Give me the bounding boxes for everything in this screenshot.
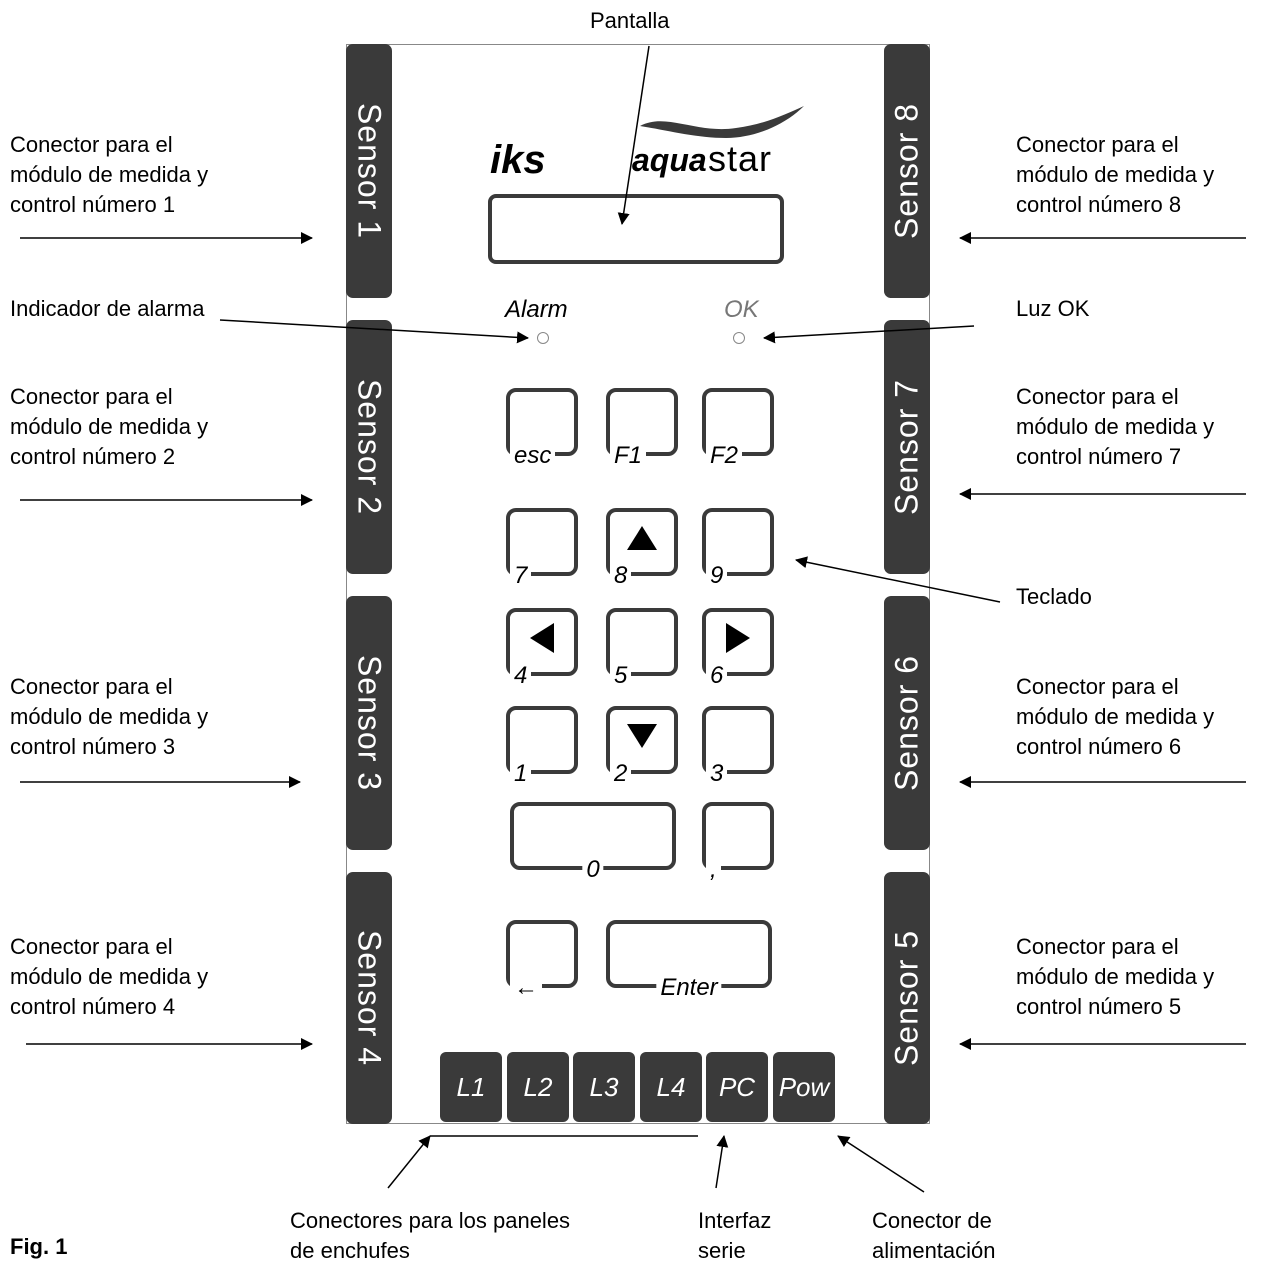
- backspace-key[interactable]: ←: [506, 920, 578, 1002]
- key-5[interactable]: 5: [606, 608, 678, 690]
- aquastar-logo-light: star: [708, 138, 773, 179]
- alarm-led: [537, 332, 549, 344]
- annotation-alarm-indicator: Indicador de alarma: [10, 296, 205, 321]
- annotation-plug-panel-connectors: Conectores para los paneles de enchufes: [290, 1208, 571, 1263]
- annotation-connector-1: Conector para el módulo de medida y cont…: [10, 132, 209, 217]
- arrow-right-icon: [726, 622, 750, 653]
- key-1[interactable]: 1: [506, 706, 578, 788]
- port-l1[interactable]: L1: [440, 1052, 502, 1122]
- alarm-indicator-label: Alarm: [505, 296, 568, 323]
- device-panel: [346, 44, 930, 1124]
- iks-logo: iks: [490, 138, 546, 182]
- port-l3[interactable]: L3: [573, 1052, 635, 1122]
- annotation-connector-3: Conector para el módulo de medida y cont…: [10, 674, 209, 759]
- annotation-connector-6: Conector para el módulo de medida y cont…: [1016, 674, 1215, 759]
- key-7[interactable]: 7: [506, 508, 578, 590]
- sensor-4-connector[interactable]: Sensor 4: [346, 872, 392, 1124]
- key-6-right[interactable]: 6: [702, 608, 774, 690]
- display-title: Pantalla: [590, 8, 670, 33]
- arrow-power: [837, 1135, 925, 1193]
- key-3[interactable]: 3: [702, 706, 774, 788]
- sensor-5-connector[interactable]: Sensor 5: [884, 872, 930, 1124]
- annotation-connector-8: Conector para el módulo de medida y cont…: [1016, 132, 1215, 217]
- key-8-up[interactable]: 8: [606, 508, 678, 590]
- arrow-serial: [715, 1135, 729, 1189]
- comma-key[interactable]: ,: [702, 802, 774, 884]
- arrow-up-icon: [627, 525, 657, 550]
- arrow-display: [617, 45, 650, 225]
- f1-key[interactable]: F1: [606, 388, 678, 470]
- arrow-alarm: [219, 319, 529, 344]
- port-pow[interactable]: Pow: [773, 1052, 835, 1122]
- annotation-power-connector: Conector de alimentación: [872, 1208, 996, 1263]
- sensor-6-connector[interactable]: Sensor 6: [884, 596, 930, 850]
- arrow-down-icon: [627, 723, 657, 748]
- sensor-1-connector[interactable]: Sensor 1: [346, 44, 392, 298]
- esc-key[interactable]: esc: [506, 388, 578, 470]
- sensor-8-connector[interactable]: Sensor 8: [884, 44, 930, 298]
- annotation-connector-4: Conector para el módulo de medida y cont…: [10, 934, 209, 1019]
- sensor-3-connector[interactable]: Sensor 3: [346, 596, 392, 850]
- annotation-serial-interface: Interfaz serie: [698, 1208, 772, 1263]
- arrow-ok: [763, 325, 975, 344]
- port-pc[interactable]: PC: [706, 1052, 768, 1122]
- key-2-down[interactable]: 2: [606, 706, 678, 788]
- annotation-keyboard: Teclado: [1016, 584, 1092, 609]
- enter-key[interactable]: Enter: [606, 920, 772, 1002]
- arrow-keyboard: [795, 556, 1001, 603]
- aquastar-wave-icon: [640, 106, 804, 138]
- sensor-7-connector[interactable]: Sensor 7: [884, 320, 930, 574]
- annotation-connector-2: Conector para el módulo de medida y cont…: [10, 384, 209, 469]
- arrow-plug-panels: [387, 1135, 431, 1189]
- annotation-connector-7: Conector para el módulo de medida y cont…: [1016, 384, 1215, 469]
- arrow-left-icon: [530, 622, 554, 653]
- lcd-display: [488, 194, 784, 264]
- key-4-left[interactable]: 4: [506, 608, 578, 690]
- annotation-connector-5: Conector para el módulo de medida y cont…: [1016, 934, 1215, 1019]
- annotation-ok-light: Luz OK: [1016, 296, 1090, 321]
- key-9[interactable]: 9: [702, 508, 774, 590]
- figure-label: Fig. 1: [10, 1234, 68, 1259]
- f2-key[interactable]: F2: [702, 388, 774, 470]
- key-0[interactable]: 0: [510, 802, 676, 884]
- ok-led: [733, 332, 745, 344]
- port-l2[interactable]: L2: [507, 1052, 569, 1122]
- ok-indicator-label: OK: [724, 296, 759, 323]
- aquastar-logo-bold: aqua: [632, 142, 707, 178]
- port-l4[interactable]: L4: [640, 1052, 702, 1122]
- sensor-2-connector[interactable]: Sensor 2: [346, 320, 392, 574]
